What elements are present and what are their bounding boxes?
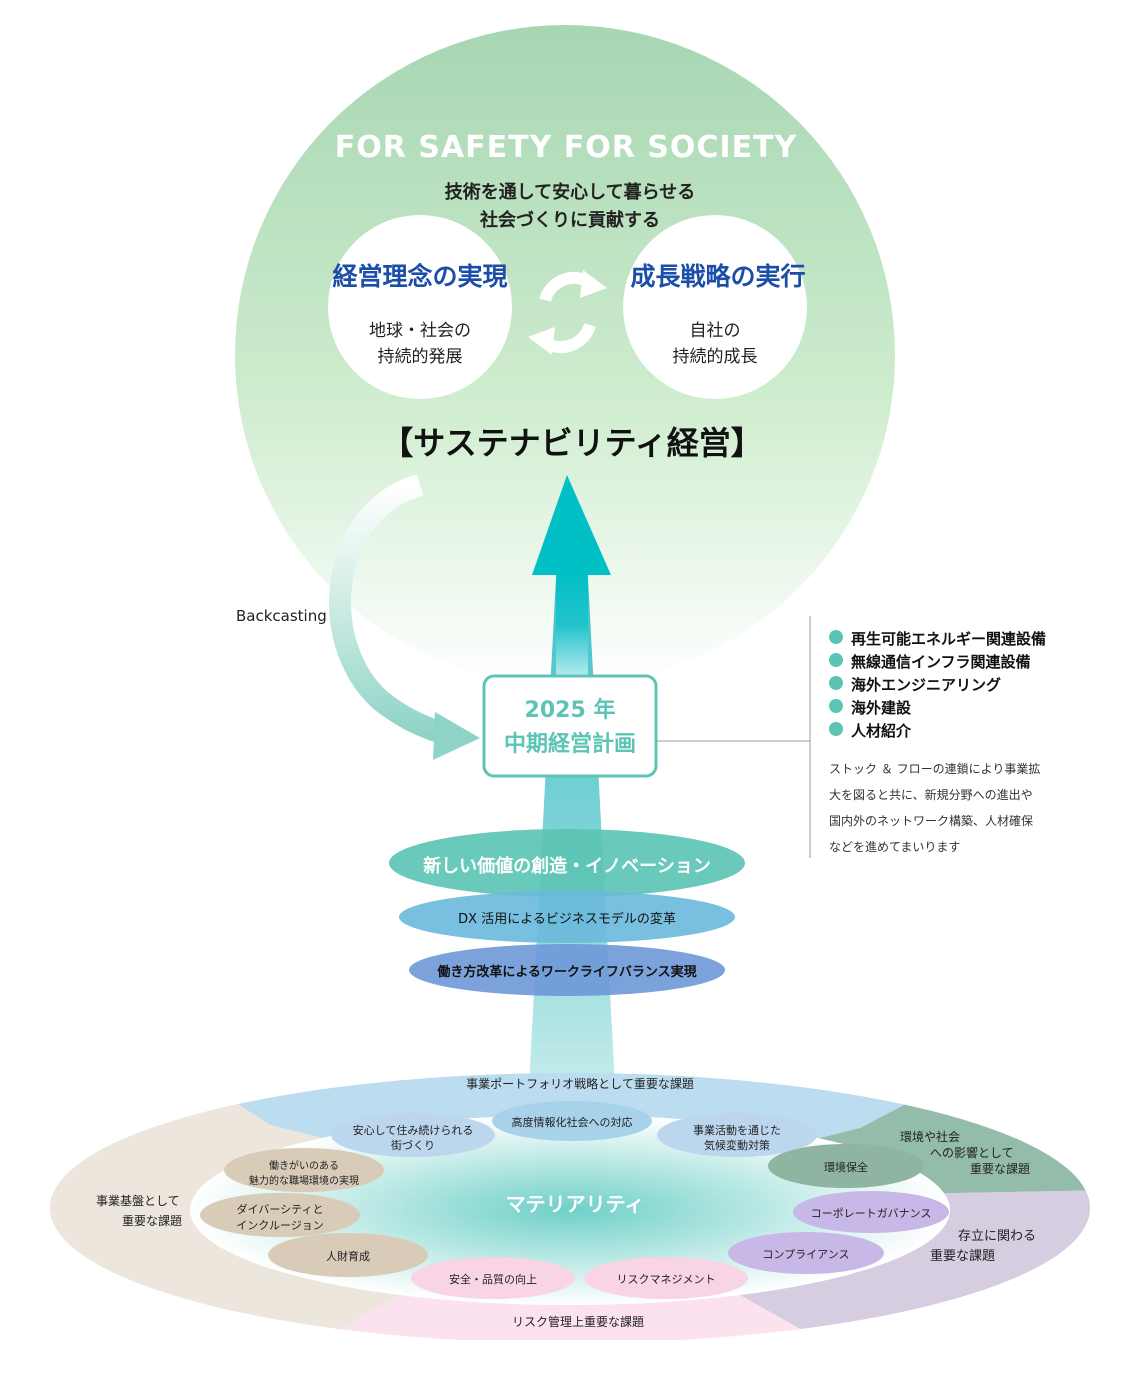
initiative-dot: [829, 630, 843, 644]
pill-label: 街づくり: [391, 1139, 435, 1152]
right-circle-line-1: 自社の: [689, 321, 741, 341]
initiative-item: 再生可能エネルギー関連設備: [851, 630, 1047, 648]
right-heading: 成長戦略の実行: [630, 262, 806, 291]
initiative-dot: [829, 653, 843, 667]
left-circle-line-2: 持続的発展: [377, 347, 463, 367]
pill-label: 安心して住み続けられる: [352, 1124, 474, 1137]
pill-label: 安全・品質の向上: [449, 1273, 537, 1286]
pill-safety: [411, 1257, 575, 1299]
pill-risk-mgmt: [584, 1257, 748, 1299]
mission-line-2: 社会づくりに貢献する: [480, 210, 660, 231]
theme-worklife: 働き方改革によるワークライフバランス実現: [437, 965, 697, 980]
pill-label: コーポレートガバナンス: [810, 1207, 932, 1220]
pill-label: 気候変動対策: [704, 1139, 770, 1152]
pill-town: [331, 1113, 495, 1157]
big-vision-circle: [235, 25, 895, 685]
pill-hr: [268, 1233, 428, 1277]
initiative-dot: [829, 722, 843, 736]
pill-label: 魅力的な職場環境の実現: [249, 1176, 359, 1187]
theme-dx: DX 活用によるビジネスモデルの変革: [458, 912, 676, 927]
theme-innovation: 新しい価値の創造・イノベーション: [423, 856, 711, 877]
sector-label-env-3: 重要な課題: [970, 1162, 1031, 1176]
pill-diversity: [200, 1193, 360, 1237]
main-title: 【サステナビリティ経営】: [381, 424, 763, 462]
left-circle: [328, 215, 512, 399]
backcasting-arrow: [329, 474, 453, 746]
initiative-item: 海外建設: [851, 699, 912, 717]
pill-governance: [793, 1191, 949, 1233]
sector-label-survival-1: 存立に関わる: [958, 1229, 1037, 1244]
pill-env-protect: [768, 1144, 924, 1188]
initiative-description-line: 大を図ると共に、新規分野への進出や: [829, 788, 1033, 802]
pill-label: 働きがいのある: [269, 1161, 339, 1172]
sector-label-env-1: 環境や社会: [900, 1130, 961, 1144]
pill-label: リスクマネジメント: [616, 1273, 716, 1286]
left-heading: 経営理念の実現: [332, 262, 508, 291]
initiative-item: 人材紹介: [851, 722, 912, 740]
pill-label: 事業活動を通じた: [693, 1124, 781, 1137]
initiative-description-line: ストック ＆ フローの連鎖により事業拡: [829, 762, 1041, 776]
sector-label-base-2: 重要な課題: [122, 1214, 183, 1228]
sector-label-base-1: 事業基盤として: [96, 1194, 180, 1208]
initiative-item: 海外エンジニアリング: [851, 676, 1002, 694]
sector-label-portfolio: 事業ポートフォリオ戦略として重要な課題: [466, 1077, 694, 1091]
initiative-description-line: などを進めてまいります: [829, 840, 961, 854]
pill-compliance: [728, 1232, 884, 1274]
right-circle-line-2: 持続的成長: [672, 347, 758, 367]
mission-line-1: 技術を通して安心して暮らせる: [444, 182, 696, 203]
arrow-head: [532, 475, 611, 575]
pill-label: コンプライアンス: [762, 1248, 850, 1261]
right-circle: [623, 215, 807, 399]
sector-label-risk: リスク管理上重要な課題: [511, 1315, 645, 1329]
slogan: FOR SAFETY FOR SOCIETY: [334, 130, 798, 165]
plan-year: 2025 年: [524, 698, 616, 723]
worklife-ellipse: [409, 944, 725, 996]
plan-name: 中期経営計画: [503, 732, 637, 757]
initiative-description-line: 国内外のネットワーク構築、人材確保: [829, 814, 1034, 828]
pill-info-society: [492, 1101, 652, 1141]
backcasting-label: Backcasting: [236, 607, 327, 625]
pill-label: 高度情報化社会への対応: [511, 1116, 633, 1129]
sector-label-env-2: への影響として: [930, 1146, 1014, 1160]
pill-climate: [657, 1113, 817, 1157]
sector-label-survival-2: 重要な課題: [930, 1249, 996, 1264]
pill-label: ダイバーシティと: [236, 1203, 324, 1216]
plan-box: [482, 674, 658, 778]
pill-label: インクルージョン: [236, 1219, 324, 1232]
materiality-center-label: マテリアリティ: [505, 1192, 645, 1216]
innovation-ellipse: [389, 829, 745, 897]
left-circle-line-1: 地球・社会の: [369, 321, 471, 341]
pill-label: 環境保全: [824, 1161, 868, 1174]
initiative-dot: [829, 676, 843, 690]
initiative-item: 無線通信インフラ関連設備: [851, 653, 1031, 671]
pill-workplace: [224, 1148, 384, 1192]
initiative-dot: [829, 699, 843, 713]
dx-ellipse: [399, 891, 735, 943]
pill-label: 人財育成: [326, 1250, 370, 1263]
